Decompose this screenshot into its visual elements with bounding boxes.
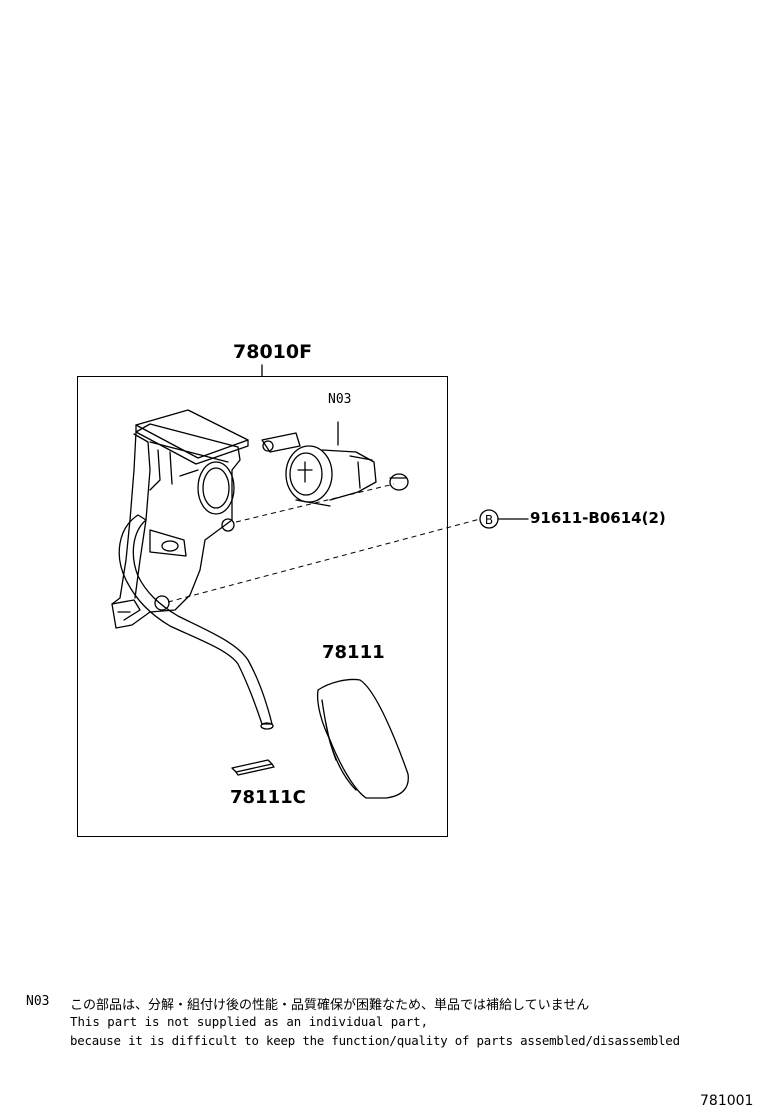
pedal-bracket — [111, 423, 241, 629]
pedal-arm — [118, 514, 274, 730]
pedal-pad-part-label: 78111 — [322, 642, 385, 663]
note-line-en-1: This part is not supplied as an individu… — [70, 1014, 429, 1029]
clip-part-label: 78111C — [230, 787, 306, 808]
pedal-position-sensor — [261, 421, 409, 507]
assembly-part-label: 78010F — [233, 341, 313, 363]
bracket-top-plate — [135, 409, 249, 465]
pedal-pad — [316, 678, 409, 799]
note-code: N03 — [26, 994, 50, 1009]
bolt-part-label: 91611-B0614(2) — [530, 509, 666, 527]
pedal-clip — [231, 759, 275, 776]
assembly-boundary-box — [77, 376, 448, 837]
note-line-en-2: because it is difficult to keep the func… — [70, 1033, 680, 1048]
note-line-jp: この部品は、分解・組付け後の性能・品質確保が困難なため、単品では補給していません — [70, 998, 590, 1013]
figure-number: 781001 — [700, 1093, 754, 1109]
sensor-note-ref-label: N03 — [328, 392, 352, 407]
bolt-dashed-line — [167, 518, 481, 603]
bolt-marker-letter: B — [485, 513, 493, 527]
sensor-dashed-line — [235, 483, 395, 523]
